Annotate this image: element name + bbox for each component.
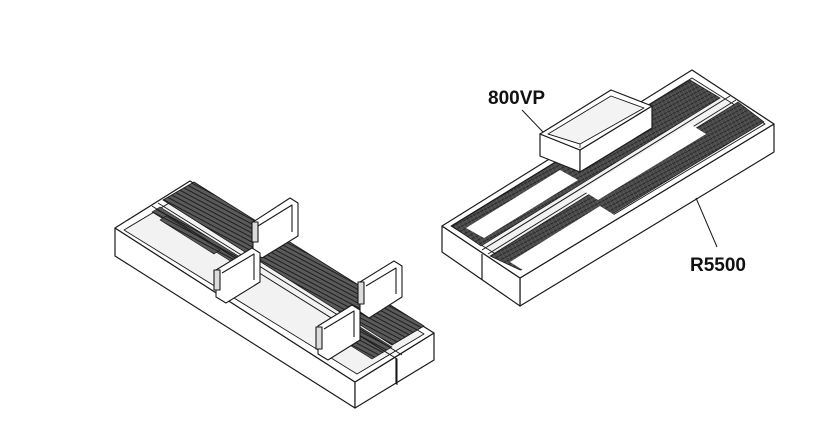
cross-divider-1	[251, 197, 299, 259]
callout-r5500: R5500	[690, 197, 746, 276]
leader-line-800vp	[521, 109, 544, 133]
cross-divider-2	[213, 247, 261, 304]
cross-divider-4	[315, 304, 361, 361]
label-800vp: 800VP	[488, 88, 545, 109]
leader-line-r5500	[695, 197, 718, 248]
callout-800vp: 800VP	[488, 88, 545, 133]
label-r5500: R5500	[690, 255, 746, 276]
right-drawer-tray	[441, 69, 775, 307]
insert-box-800vp	[539, 89, 653, 173]
